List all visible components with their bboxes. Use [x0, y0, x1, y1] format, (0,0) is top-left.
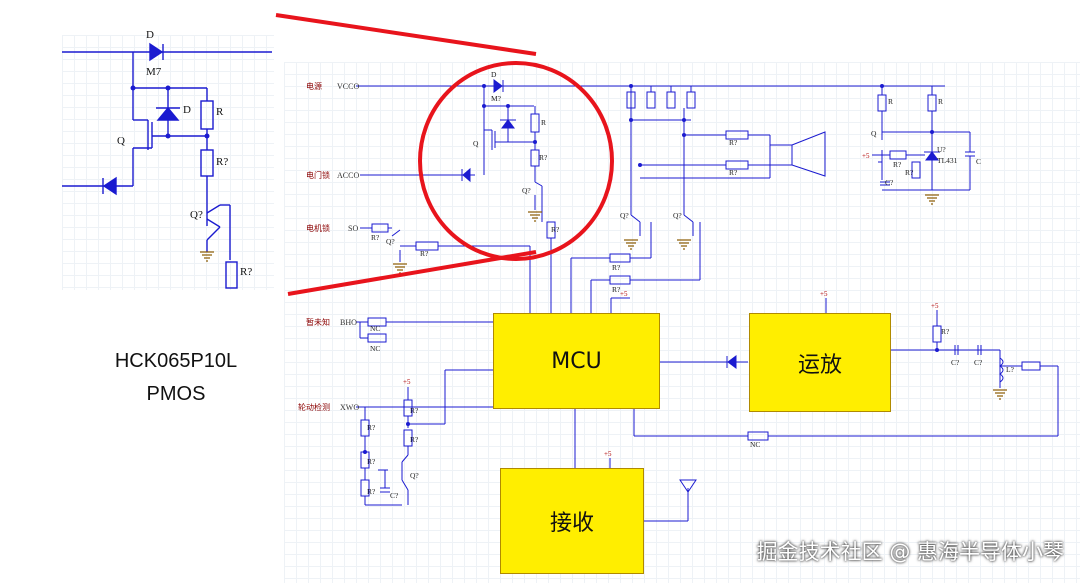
svg-text:+5: +5: [931, 302, 939, 310]
svg-text:R?: R?: [539, 153, 548, 162]
label-power: 电源: [306, 81, 322, 91]
svg-text:R?: R?: [729, 168, 738, 177]
svg-text:R?: R?: [612, 285, 621, 294]
svg-text:R?: R?: [420, 249, 429, 258]
mcu-block: MCU: [493, 313, 660, 409]
svg-text:Q?: Q?: [620, 211, 629, 220]
component-labels: D M? R Q R? Q? R? Q? R? R? R? R? Q? Q? R…: [367, 70, 1015, 500]
net-vcco: VCCO: [337, 82, 359, 91]
svg-text:C?: C?: [390, 491, 399, 500]
svg-text:R?: R?: [410, 435, 419, 444]
label-motor-lock: 电机锁: [306, 223, 330, 233]
svg-text:R?: R?: [941, 327, 950, 336]
svg-text:R: R: [541, 118, 546, 127]
zoom-resistor-r3: [225, 261, 238, 289]
svg-text:+5: +5: [862, 152, 870, 160]
amplifier-block: 运放: [749, 313, 891, 412]
svg-text:R?: R?: [367, 457, 376, 466]
main-wiring: [356, 79, 1059, 522]
zoom-label-m7: M7: [146, 66, 162, 78]
svg-text:C?: C?: [951, 358, 960, 367]
svg-text:Q: Q: [473, 139, 479, 148]
highlight-line-bottom: [287, 250, 537, 296]
label-alarm: 暂未知: [306, 317, 330, 327]
svg-text:L?: L?: [1006, 365, 1015, 374]
svg-text:Q?: Q?: [673, 211, 682, 220]
zoom-caption-part: HCK065P10L: [114, 350, 238, 372]
svg-text:R?: R?: [367, 487, 376, 496]
zoom-label-r: R: [216, 106, 224, 118]
net-bho: BHO: [340, 318, 357, 327]
net-labels: 电源 VCCO 电门锁 ACCO 电机锁 SO 暂未知 BHO 轮动检测 XWO: [298, 81, 359, 412]
svg-text:Q?: Q?: [410, 471, 419, 480]
label-door-lock: 电门锁: [306, 170, 330, 180]
highlight-circle: [418, 61, 614, 261]
svg-text:C?: C?: [974, 358, 983, 367]
svg-text:R?: R?: [367, 423, 376, 432]
svg-text:NC: NC: [750, 440, 760, 449]
svg-text:Q?: Q?: [386, 237, 395, 246]
svg-text:R?: R?: [551, 225, 560, 234]
amplifier-label: 运放: [797, 352, 842, 378]
svg-text:+5: +5: [620, 290, 628, 298]
zoom-grid: [62, 35, 274, 290]
zoom-label-r3: R?: [240, 266, 252, 278]
receiver-label: 接收: [549, 511, 594, 536]
svg-text:Q: Q: [871, 129, 877, 138]
highlight-annotation: [275, 13, 614, 296]
zoom-labels: D M7 D R Q R? Q? R?: [117, 29, 252, 278]
zoom-diode-icon: [149, 42, 164, 62]
net-xwo: XWO: [340, 403, 359, 412]
svg-text:C?: C?: [885, 178, 894, 187]
svg-text:NC: NC: [370, 324, 380, 333]
zoom-label-q2: Q?: [190, 209, 203, 221]
svg-text:+5: +5: [403, 378, 411, 386]
svg-text:R?: R?: [893, 160, 902, 169]
svg-text:NC: NC: [370, 344, 380, 353]
svg-text:C: C: [976, 157, 981, 166]
net-so: SO: [348, 224, 358, 233]
mcu-label: MCU: [551, 348, 602, 374]
zoom-diode2-icon: [102, 176, 117, 196]
svg-text:TL431: TL431: [937, 156, 958, 165]
receiver-block: 接收: [500, 468, 644, 574]
svg-text:R?: R?: [729, 138, 738, 147]
zoom-resistor-r: [200, 100, 214, 130]
svg-text:U?: U?: [937, 145, 946, 154]
zoom-detail: [62, 42, 272, 289]
zoom-label-r2: R?: [216, 156, 228, 168]
svg-text:M?: M?: [491, 94, 502, 103]
zoom-label-q: Q: [117, 135, 125, 147]
zoom-label-d-zener: D: [183, 104, 191, 116]
svg-text:R: R: [938, 97, 943, 106]
svg-text:Q?: Q?: [522, 186, 531, 195]
svg-text:+5: +5: [604, 450, 612, 458]
junction-dots: [130, 84, 939, 454]
zoom-zener-icon: [156, 106, 180, 121]
net-acco: ACCO: [337, 171, 359, 180]
svg-text:R?: R?: [410, 406, 419, 415]
highlight-line-top: [275, 13, 537, 56]
watermark: 掘金技术社区 @ 惠海半导体小琴: [756, 540, 1064, 564]
zoom-resistor-r2: [200, 149, 214, 177]
svg-text:R?: R?: [612, 263, 621, 272]
svg-text:+5: +5: [820, 290, 828, 298]
label-wheel-detect: 轮动检测: [298, 402, 330, 412]
svg-text:R?: R?: [371, 233, 380, 242]
supply-labels: +5 +5 +5 +5 +5 +5: [403, 152, 939, 458]
zoom-label-d: D: [146, 29, 154, 41]
zoom-caption-type: PMOS: [146, 383, 206, 405]
svg-text:R: R: [888, 97, 893, 106]
svg-text:R?: R?: [905, 168, 914, 177]
svg-text:D: D: [491, 70, 497, 79]
